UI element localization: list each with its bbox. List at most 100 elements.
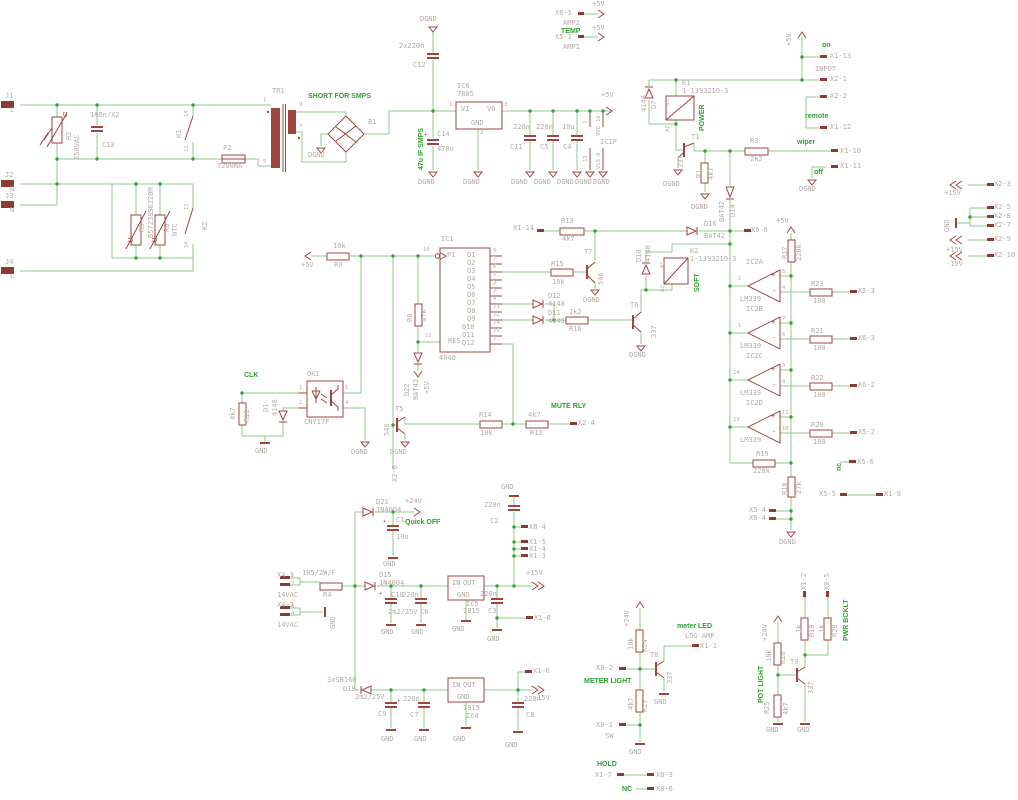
schematic-label: 7 (299, 124, 303, 130)
schematic-label: R5 (138, 223, 146, 232)
schematic-label: X6-3 (858, 334, 875, 342)
schematic-label: 2x220n (399, 42, 425, 50)
schematic-label: IC1P (600, 138, 617, 146)
schematic-label: TR1 (272, 87, 285, 95)
schematic-label: 1N4004 (376, 506, 402, 514)
schematic-label: X5-5 (819, 490, 836, 498)
schematic-label: 4040 (439, 354, 456, 362)
schematic-label: 4 (291, 611, 295, 617)
schematic-label: GND (505, 741, 518, 749)
schematic-label: 9 (493, 248, 497, 254)
transformer-pri-winding (271, 108, 280, 168)
schematic-label: X6-6 (751, 226, 768, 234)
schematic-label: 7815 (463, 607, 480, 615)
schematic-label: Q9 (467, 315, 476, 323)
schematic-label: 11 (782, 410, 789, 416)
schematic-label: 10 (782, 426, 789, 432)
switch-blades (184, 115, 194, 235)
schematic-label: DGND (583, 296, 600, 304)
schematic-label: +5V (423, 381, 431, 394)
schematic-label: T8 (650, 651, 659, 659)
schematic-label: Quick OFF (405, 519, 441, 526)
schematic-label: X2-10 (994, 251, 1016, 259)
schematic-label: +24V (405, 497, 422, 505)
schematic-label: 9 (782, 363, 786, 369)
schematic-label: 4k7 (229, 407, 237, 420)
schematic-label: D11 (548, 309, 561, 317)
schematic-label: T6 (630, 301, 639, 309)
schematic-label: Q10 (462, 323, 475, 331)
schematic-label: 2 (291, 581, 295, 587)
electrolytic-plates (385, 139, 439, 708)
schematic-label: - (772, 334, 777, 342)
opto-internals (311, 387, 328, 404)
schematic-label: PWR BCKLT (843, 599, 850, 641)
schematic-label: R10 (808, 624, 816, 637)
schematic-label: A1 (660, 261, 666, 268)
schematic-label: 220n (484, 501, 501, 509)
schematic-label: 220n (536, 123, 553, 131)
schematic-label: LM339 (740, 389, 762, 397)
schematic-label: INPUT (815, 65, 837, 73)
schematic-label: L (10, 272, 15, 280)
schematic-label: D14 (729, 204, 737, 217)
schematic-label: X1-1 (700, 642, 717, 650)
components-layer (39, 9, 963, 745)
schematic-label: Q8 (467, 307, 476, 315)
schematic-label: 12 (583, 155, 589, 162)
schematic-label: X1-6 (533, 667, 550, 675)
schematic-label: 4148 (548, 317, 565, 325)
schematic-label: X8-5 (823, 573, 831, 590)
schematic-label: IN (452, 681, 461, 689)
schematic-label: -15V (533, 694, 550, 702)
schematic-label: R23 (811, 280, 824, 288)
schematic-label: D22 (403, 383, 411, 396)
schematic-label: R6 (163, 223, 171, 232)
schematic-label: D10 (635, 249, 643, 262)
schematic-label: GND (766, 726, 779, 734)
transistor-legs (396, 142, 806, 685)
schematic-label: C6 (420, 608, 429, 616)
schematic-label: 4148 (548, 300, 565, 308)
schematic-label: 337 (677, 155, 685, 168)
schematic-label: C10 (391, 591, 404, 599)
transistor-bars (396, 143, 798, 682)
schematic-label: X4-2 (277, 601, 294, 609)
schematic-label: SHORT FOR SMPS (308, 93, 372, 100)
schematic-label: X8-1 (596, 721, 613, 729)
schematic-label: DGND (557, 178, 574, 186)
schematic-label: X8-6 (656, 785, 673, 793)
schematic-label: Q1 (467, 251, 476, 259)
schematic-label: 10k (765, 649, 773, 662)
schematic-label: U (63, 111, 68, 119)
schematic-label: remote (805, 113, 829, 120)
schematic-label: 27k (795, 481, 803, 494)
schematic-label: + (771, 412, 776, 420)
schematic-label: R2 (65, 131, 73, 140)
schematic-label: 10k (480, 429, 493, 437)
schematic-label: Q6 (467, 291, 476, 299)
schematic-label: 1N4004 (379, 579, 405, 587)
schematic-label: IN (452, 579, 461, 587)
schematic-label: 14 (184, 110, 190, 117)
schematic-label: 13 (493, 304, 500, 310)
schematic-label: 250VAC (73, 134, 81, 160)
schematic-label: 3 (504, 102, 508, 108)
schematic-label: X2-1 (830, 75, 847, 83)
schematic-label: + (771, 365, 776, 373)
schematic-label: GND (471, 119, 484, 127)
schematic-label: VSS (596, 159, 602, 169)
schematic-label: POT LIGHT (758, 665, 765, 703)
schematic-label: B1 (368, 118, 377, 126)
schematic-label: 2m2/25V (388, 608, 418, 616)
schematic-label: IC2A (746, 258, 763, 266)
schematic-label: T5 (395, 405, 404, 413)
schematic-label: 4k7 (707, 167, 715, 180)
schematic-label: R18 (781, 482, 789, 495)
schematic-label: 10k (627, 637, 635, 650)
schematic-label: DGND (418, 178, 435, 186)
schematic-label: 6 (493, 264, 497, 270)
schematic-label: 7805 (457, 90, 474, 98)
schematic-label: +24V (761, 624, 769, 641)
schematic-label: X1-4 (529, 545, 546, 553)
